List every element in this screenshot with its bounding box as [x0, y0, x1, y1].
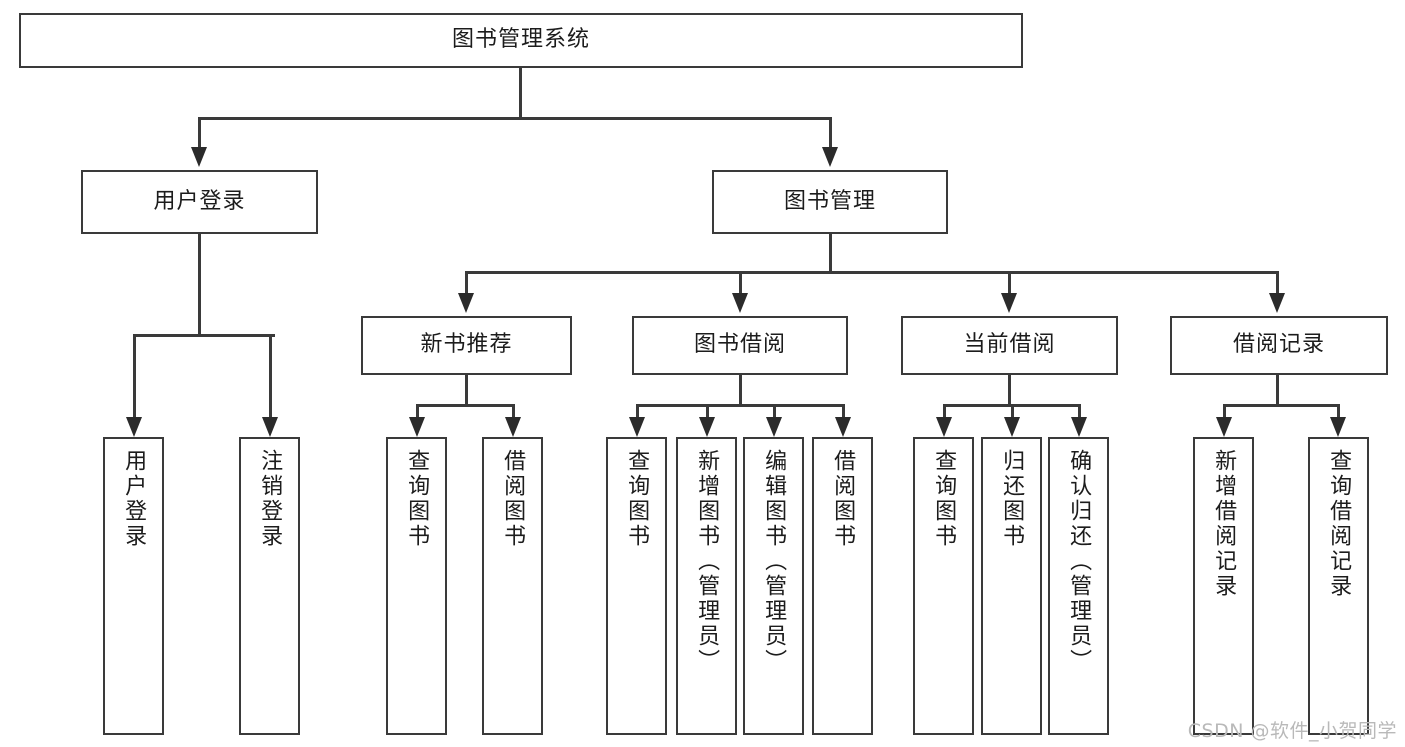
arrow-borrow: [732, 293, 748, 313]
node-book-manage[interactable]: 图书管理: [712, 170, 948, 234]
connector-drop-leaf-9: [943, 404, 946, 417]
leaf-node-7-label: 编辑图书（管理员）: [761, 449, 787, 674]
node-user-login[interactable]: 用户登录: [81, 170, 318, 234]
connector-level2-bus: [198, 117, 831, 120]
arrow-book-manage: [822, 147, 838, 167]
connector-book-borrow-bus: [636, 404, 843, 407]
connector-book-borrow-stem: [739, 375, 742, 405]
leaf-node-12[interactable]: 新增借阅记录: [1193, 437, 1254, 735]
connector-user-login-stem: [198, 234, 201, 335]
connector-book-manage-stem: [829, 234, 832, 272]
arrow-leaf-9: [936, 417, 952, 437]
leaf-node-6[interactable]: 新增图书（管理员）: [676, 437, 737, 735]
connector-current-borrow-stem: [1008, 375, 1011, 405]
node-new-book-recommend-label: 新书推荐: [420, 332, 513, 358]
leaf-node-3-label: 查询图书: [404, 449, 430, 549]
node-root[interactable]: 图书管理系统: [19, 13, 1023, 68]
arrow-record: [1269, 293, 1285, 313]
leaf-node-1-label: 用户登录: [121, 449, 147, 549]
connector-borrow-record-stem: [1276, 375, 1279, 405]
node-root-label: 图书管理系统: [451, 27, 590, 53]
leaf-node-4[interactable]: 借阅图书: [482, 437, 543, 735]
leaf-node-13[interactable]: 查询借阅记录: [1308, 437, 1369, 735]
leaf-node-10[interactable]: 归还图书: [981, 437, 1042, 735]
connector-drop-leaf-11: [1078, 404, 1081, 417]
connector-drop-borrow: [739, 271, 742, 293]
connector-drop-leaf-2: [269, 334, 272, 417]
leaf-node-2[interactable]: 注销登录: [239, 437, 300, 735]
leaf-node-2-label: 注销登录: [257, 449, 283, 549]
arrow-leaf-1: [126, 417, 142, 437]
connector-root-stem: [519, 68, 522, 118]
connector-drop-book-manage: [829, 117, 832, 147]
node-new-book-recommend[interactable]: 新书推荐: [361, 316, 572, 375]
leaf-node-10-label: 归还图书: [999, 449, 1025, 549]
connector-drop-leaf-12: [1223, 404, 1226, 417]
connector-drop-leaf-8: [842, 404, 845, 417]
leaf-node-9-label: 查询图书: [931, 449, 957, 549]
leaf-node-12-label: 新增借阅记录: [1211, 449, 1237, 599]
connector-drop-leaf-13: [1337, 404, 1340, 417]
arrow-leaf-7: [766, 417, 782, 437]
connector-borrow-record-bus: [1223, 404, 1338, 407]
arrow-leaf-4: [505, 417, 521, 437]
leaf-node-8[interactable]: 借阅图书: [812, 437, 873, 735]
node-book-borrow[interactable]: 图书借阅: [632, 316, 848, 375]
arrow-leaf-10: [1004, 417, 1020, 437]
connector-new-book-stem: [465, 375, 468, 405]
leaf-node-13-label: 查询借阅记录: [1326, 449, 1352, 599]
arrow-leaf-6: [699, 417, 715, 437]
arrow-leaf-8: [835, 417, 851, 437]
connector-drop-leaf-3: [416, 404, 419, 417]
connector-drop-user-login: [198, 117, 201, 147]
leaf-node-1[interactable]: 用户登录: [103, 437, 164, 735]
leaf-node-8-label: 借阅图书: [830, 449, 856, 549]
connector-drop-current: [1008, 271, 1011, 293]
leaf-node-7[interactable]: 编辑图书（管理员）: [743, 437, 804, 735]
node-user-login-label: 用户登录: [153, 188, 246, 214]
leaf-node-5-label: 查询图书: [624, 449, 650, 549]
arrow-leaf-11: [1071, 417, 1087, 437]
node-book-manage-label: 图书管理: [783, 188, 876, 214]
arrow-user-login: [191, 147, 207, 167]
arrow-current: [1001, 293, 1017, 313]
arrow-leaf-5: [629, 417, 645, 437]
connector-drop-leaf-1: [133, 334, 136, 417]
leaf-node-11[interactable]: 确认归还（管理员）: [1048, 437, 1109, 735]
connector-drop-leaf-10: [1011, 404, 1014, 417]
arrow-leaf-12: [1216, 417, 1232, 437]
leaf-node-6-label: 新增图书（管理员）: [694, 449, 720, 674]
leaf-node-5[interactable]: 查询图书: [606, 437, 667, 735]
connector-drop-new-book: [465, 271, 468, 293]
node-current-borrow-label: 当前借阅: [963, 332, 1056, 358]
leaf-node-4-label: 借阅图书: [500, 449, 526, 549]
arrow-leaf-2: [262, 417, 278, 437]
connector-drop-leaf-5: [636, 404, 639, 417]
connector-level3-bus: [465, 271, 1276, 274]
arrow-leaf-13: [1330, 417, 1346, 437]
connector-new-book-bus: [416, 404, 514, 407]
connector-user-login-bus: [133, 334, 275, 337]
node-borrow-record[interactable]: 借阅记录: [1170, 316, 1388, 375]
connector-drop-leaf-4: [512, 404, 515, 417]
connector-drop-leaf-6: [706, 404, 709, 417]
leaf-node-3[interactable]: 查询图书: [386, 437, 447, 735]
leaf-node-9[interactable]: 查询图书: [913, 437, 974, 735]
connector-drop-record: [1276, 271, 1279, 293]
arrow-new-book: [458, 293, 474, 313]
connector-drop-leaf-7: [773, 404, 776, 417]
leaf-node-11-label: 确认归还（管理员）: [1066, 449, 1092, 674]
node-current-borrow[interactable]: 当前借阅: [901, 316, 1118, 375]
arrow-leaf-3: [409, 417, 425, 437]
node-borrow-record-label: 借阅记录: [1232, 332, 1325, 358]
node-book-borrow-label: 图书借阅: [693, 332, 786, 358]
